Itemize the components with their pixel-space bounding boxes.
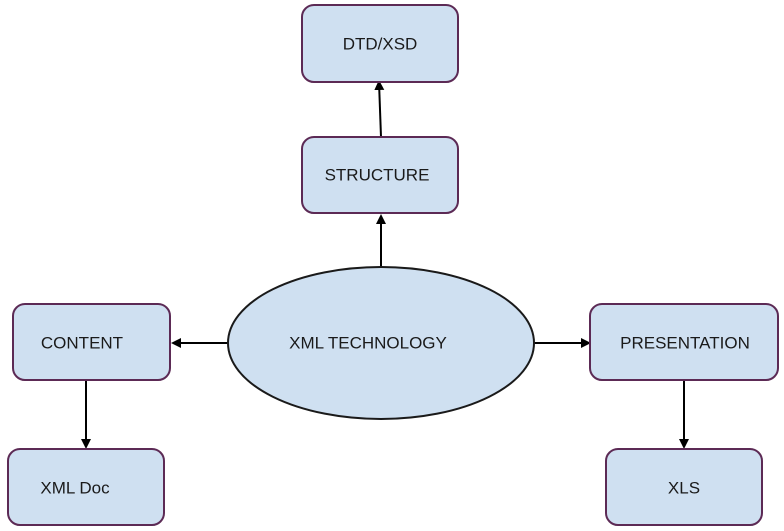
node-xml-technology: XML TECHNOLOGY (227, 266, 535, 420)
node-presentation: PRESENTATION (589, 303, 779, 381)
node-dtd-xsd: DTD/XSD (301, 4, 459, 83)
node-xml-technology-label: XML TECHNOLOGY (289, 334, 447, 353)
node-presentation-label: PRESENTATION (620, 334, 750, 353)
edge-structure-to-dtd-xsd (374, 80, 385, 138)
node-xls: XLS (605, 448, 763, 526)
node-content: CONTENT (12, 303, 171, 381)
node-xml-doc: XML Doc (7, 448, 165, 526)
node-xls-label: XLS (668, 479, 700, 498)
node-xml-doc-label: XML Doc (40, 479, 110, 498)
node-content-label: CONTENT (41, 334, 123, 353)
node-dtd-xsd-label: DTD/XSD (343, 35, 418, 54)
node-structure: STRUCTURE (301, 136, 459, 214)
node-structure-label: STRUCTURE (325, 166, 430, 185)
